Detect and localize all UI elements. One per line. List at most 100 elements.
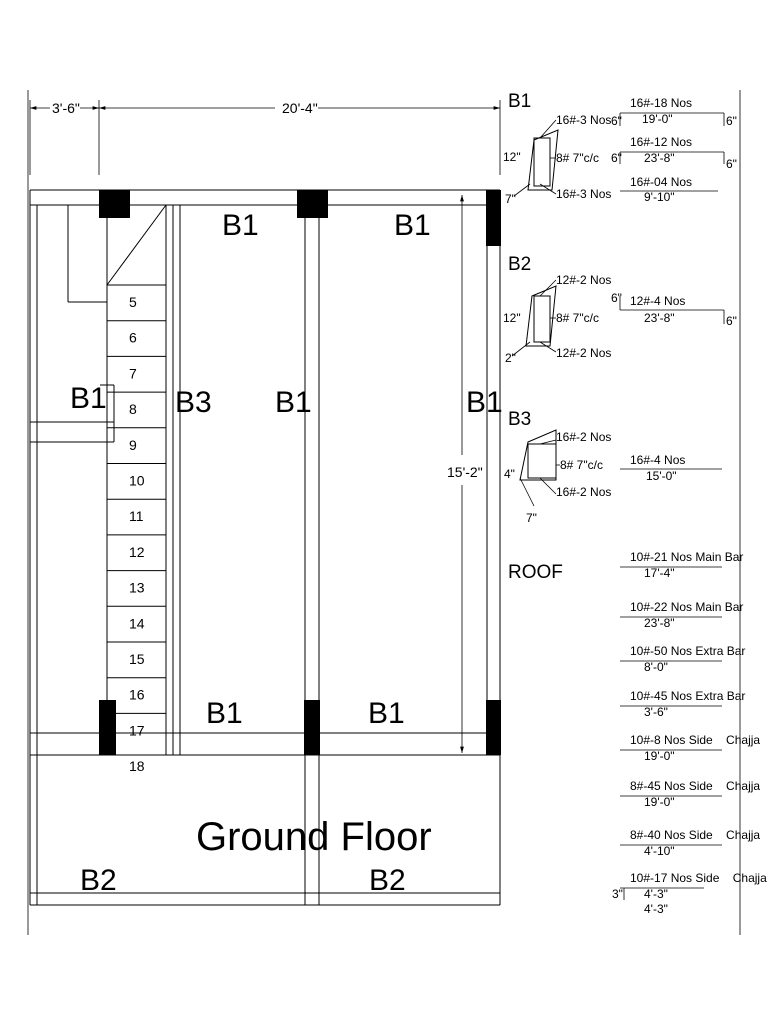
roof-bar-length: 23'-8"	[644, 616, 675, 630]
section-b3-leader-bot	[539, 477, 557, 495]
dim-right-label: 15'-2"	[447, 464, 483, 480]
beam-label-bottom-left: B1	[206, 697, 243, 730]
section-b1-leader-bot	[539, 183, 557, 195]
roof-bar-spec: 8#-45 Nos Side Chajja	[630, 779, 760, 793]
roof-bar-spec: 10#-50 Nos Extra Bar	[630, 644, 745, 658]
section-b2-leader-bot	[539, 341, 557, 353]
stair-step-number: 18	[129, 758, 145, 774]
column-top-right	[486, 190, 501, 246]
section-b2-width: 2"	[505, 351, 516, 365]
roof-bar-spec: 10#-17 Nos Side Chajja	[630, 871, 767, 885]
section-b1-bottom-bar: 16#-3 Nos	[556, 187, 611, 201]
stair-step-number: 15	[129, 651, 145, 667]
roof-bar-length: 19'-0"	[644, 795, 675, 809]
b3-bar-1-length: 15'-0"	[646, 469, 677, 483]
section-b3-depth: 4"	[504, 467, 515, 481]
section-b2-bottom-bar: 12#-2 Nos	[556, 346, 611, 360]
section-b1-outline	[527, 129, 559, 191]
column-top-middle	[297, 190, 328, 218]
stair-step-number: 9	[129, 437, 137, 453]
stair-step-number: 13	[129, 580, 145, 596]
roof-bar-length: 17'-4"	[644, 566, 675, 580]
section-b2-outline	[525, 285, 557, 347]
floor-plan: 3'-6" 20'-4" 15'-2" B1 B1 B1 B3 B1 B1 B1…	[29, 100, 503, 906]
section-b3-bottom-bar: 16#-2 Nos	[556, 485, 611, 499]
b2-bar-1-right-hook: 6"	[726, 314, 737, 328]
b1-bar-1-spec: 16#-18 Nos	[630, 96, 692, 110]
section-b3-label: B3	[508, 409, 531, 430]
b1-bar-2-spec: 16#-12 Nos	[630, 135, 692, 149]
stair-step-number: 8	[129, 401, 137, 417]
section-b3-leader-top	[539, 439, 557, 445]
roof-label: ROOF	[508, 562, 563, 583]
b1-bar-2-length: 23'-8"	[644, 151, 675, 165]
section-b1-label: B1	[508, 91, 531, 112]
section-b3: B3 16#-2 Nos 8# 7"c/c 16#-2 Nos 4" 7"	[504, 409, 611, 525]
b1-bar-3-spec: 16#-04 Nos	[630, 175, 692, 189]
roof-bar-spec: 10#-45 Nos Extra Bar	[630, 689, 745, 703]
b1-bar-3-length: 9'-10"	[644, 190, 675, 204]
b1-bar-2-left-hook: 6"	[611, 151, 622, 165]
roof-bar-spec: 10#-21 Nos Main Bar	[630, 550, 743, 564]
stair-step-number: 16	[129, 687, 145, 703]
beam-label-bottom-right: B1	[368, 697, 405, 730]
beam-label-middle: B1	[275, 386, 312, 419]
section-b2-leader-top	[539, 279, 557, 297]
beam-label-top-right: B1	[394, 209, 431, 242]
section-b1-stirrup-label: 8# 7"c/c	[556, 151, 599, 165]
b2-bar-1-left-hook: 6"	[611, 291, 622, 305]
b2-bar-1-length: 23'-8"	[644, 311, 675, 325]
stair-step-number: 12	[129, 544, 145, 560]
section-b3-outline	[519, 429, 557, 481]
section-b3-leader-width	[519, 477, 535, 507]
section-b1-top-bar: 16#-3 Nos	[556, 113, 611, 127]
stair-step-number: 7	[129, 365, 137, 381]
section-b3-width: 7"	[526, 511, 537, 525]
stair-step-number: 10	[129, 473, 145, 489]
bar-schedule: 16#-18 Nos 19'-0" 6" 6" 16#-12 Nos 23'-8…	[611, 96, 767, 916]
roof-bar-length: 19'-0"	[644, 749, 675, 763]
section-b2-label: B2	[508, 254, 531, 275]
beam-label-top-left: B1	[222, 209, 259, 242]
roof-bar-spec: 8#-40 Nos Side Chajja	[630, 828, 760, 842]
section-b1-leader-width	[513, 183, 531, 197]
roof-bar-length: 4'-10"	[644, 844, 675, 858]
beam-label-b2-right: B2	[369, 864, 406, 897]
dim-left-label: 3'-6"	[52, 100, 80, 116]
roof-bar-length-2: 4'-3"	[644, 902, 668, 916]
stair-step-number: 17	[129, 722, 145, 738]
stair-diagonal	[106, 204, 167, 286]
column-top-left	[99, 190, 130, 218]
section-b2: B2 12#-2 Nos 8# 7"c/c 12#-2 Nos 12" 2"	[503, 254, 611, 365]
column-bottom-right	[486, 700, 501, 755]
section-b2-leader-width	[511, 341, 531, 357]
beam-label-right: B1	[466, 386, 503, 419]
roof-bar-spec: 10#-22 Nos Main Bar	[630, 600, 743, 614]
column-bottom-middle	[304, 700, 320, 755]
section-b2-top-bar: 12#-2 Nos	[556, 273, 611, 287]
roof-bar-left-hook: 3"	[612, 887, 623, 901]
section-b2-stirrup	[533, 295, 551, 343]
roof-bar-spec: 10#-8 Nos Side Chajja	[630, 733, 760, 747]
section-b3-stirrup	[527, 443, 557, 479]
roof-bar-length: 4'-3"	[644, 887, 668, 901]
roof-bars: 10#-21 Nos Main Bar 17'-4" 10#-22 Nos Main…	[612, 550, 767, 916]
beam-label-stair: B3	[175, 386, 212, 419]
stair-step-number: 11	[129, 508, 144, 524]
section-b1: B1 16#-3 Nos 8# 7"c/c 16#-3 Nos 12" 7"	[503, 91, 611, 206]
b1-bar-2-right-hook: 6"	[726, 157, 737, 171]
section-b1-width: 7"	[505, 192, 516, 206]
section-b1-stirrup	[533, 137, 551, 187]
b3-bar-1-spec: 16#-4 Nos	[630, 453, 685, 467]
stair-step-lines	[107, 320, 166, 714]
plan-title: Ground Floor	[196, 815, 432, 859]
roof-bar-length: 8'-0"	[644, 660, 668, 674]
b1-bar-1-right-hook: 6"	[726, 114, 737, 128]
section-b3-stirrup-label: 8# 7"c/c	[560, 458, 603, 472]
section-b3-top-bar: 16#-2 Nos	[556, 430, 611, 444]
stair-step-number: 14	[129, 615, 145, 631]
b1-bar-1-left-hook: 6"	[611, 114, 622, 128]
roof-bar-length: 3'-6"	[644, 705, 668, 719]
section-b2-stirrup-label: 8# 7"c/c	[556, 311, 599, 325]
